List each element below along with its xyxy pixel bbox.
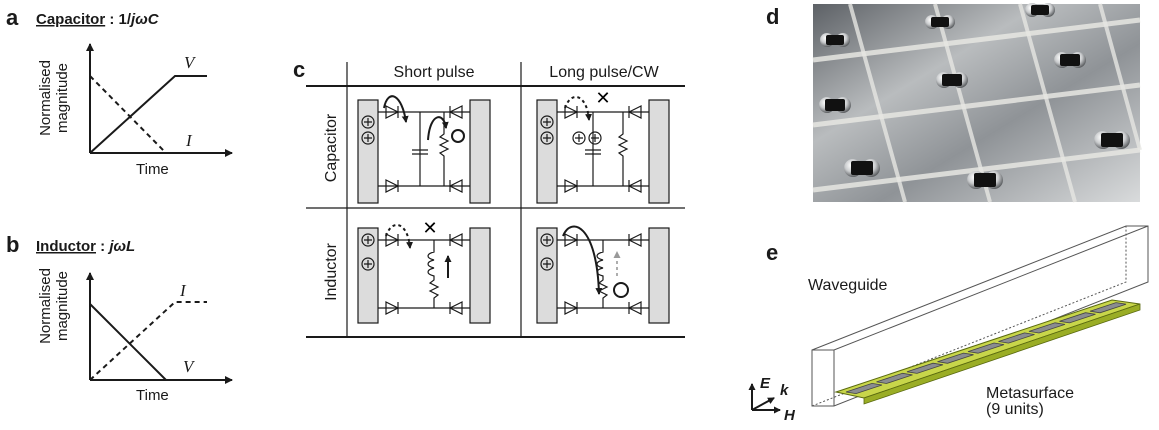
cell-inductor-short: ✕ [357, 218, 491, 324]
waveguide-label: Waveguide [808, 277, 888, 294]
axis-e-label: E [760, 375, 771, 392]
svg-text:Normalised: Normalised [37, 268, 54, 344]
panel-c: c Short pulse Long pulse/CW Capacitor In… [293, 57, 685, 338]
metasurface-unit [967, 342, 1005, 354]
panel-b-i-label: I [179, 281, 187, 300]
panel-c-letter: c [293, 57, 305, 82]
metasurface-photo [812, 3, 1142, 203]
metasurface-unit [998, 332, 1035, 344]
panel-c-col-short-pulse: Short pulse [394, 64, 475, 81]
axis-k-label: k [780, 382, 789, 399]
panel-a-title-italic: jωC [129, 11, 160, 28]
panel-a-title-bold: Capacitor [36, 11, 105, 28]
panel-c-row-capacitor: Capacitor [323, 113, 340, 182]
panel-b: b Inductor : jωL Normalised magnitude V … [6, 232, 233, 404]
panel-b-voltage-curve [89, 303, 210, 381]
metasurface-label-line1: Metasurface [986, 385, 1074, 402]
panel-a-v-label: V [184, 53, 197, 72]
panel-a-title: Capacitor : 1/jωC [36, 11, 160, 28]
panel-a-voltage-curve [89, 75, 207, 154]
svg-text:Normalised: Normalised [37, 60, 54, 136]
panel-b-xlabel: Time [136, 387, 169, 404]
svg-text:magnitude: magnitude [54, 63, 71, 133]
metasurface-unit [876, 372, 913, 384]
svg-text:magnitude: magnitude [54, 271, 71, 341]
metasurface-label-line2: (9 units) [986, 401, 1044, 418]
panel-d: d [766, 3, 1142, 203]
metasurface-unit [1089, 302, 1127, 314]
field-axes: E k H [748, 375, 796, 424]
block-mark: ✕ [422, 218, 437, 239]
panel-a-i-label: I [185, 131, 193, 150]
panel-b-current-curve [89, 301, 207, 381]
panel-b-letter: b [6, 232, 19, 257]
panel-b-v-label: V [183, 357, 196, 376]
metasurface-unit [1059, 312, 1096, 324]
axis-h-label: H [784, 407, 796, 424]
panel-c-col-long-pulse: Long pulse/CW [549, 64, 659, 81]
panel-b-title: Inductor : jωL [36, 238, 135, 255]
panel-a-current-curve [89, 75, 210, 154]
cell-inductor-long [536, 225, 670, 324]
panel-b-title-rest: : [96, 238, 109, 255]
cell-capacitor-long: ✕ [536, 88, 670, 204]
metasurface-unit [937, 352, 974, 364]
cell-capacitor-short [357, 95, 491, 204]
panel-b-title-italic: jωL [107, 238, 135, 255]
metasurface-unit [845, 382, 883, 395]
panel-b-ylabel: Normalised magnitude [37, 268, 71, 344]
panel-e-letter: e [766, 240, 778, 265]
metasurface-unit [1028, 322, 1066, 334]
panel-a: a Capacitor : 1/jωC Normalised magnitude… [6, 5, 233, 178]
block-mark: ✕ [595, 88, 610, 109]
metasurface-units [845, 302, 1127, 395]
panel-e: e Waveguide Metasurface (9 units) E k H [748, 225, 1149, 424]
panel-a-title-rest: : 1/ [105, 11, 132, 28]
panel-c-row-inductor: Inductor [323, 242, 340, 300]
metasurface-unit [906, 362, 944, 374]
panel-b-title-bold: Inductor [36, 238, 96, 255]
panel-d-letter: d [766, 4, 779, 29]
panel-a-xlabel: Time [136, 161, 169, 178]
panel-a-letter: a [6, 5, 19, 30]
panel-a-ylabel: Normalised magnitude [37, 60, 71, 136]
